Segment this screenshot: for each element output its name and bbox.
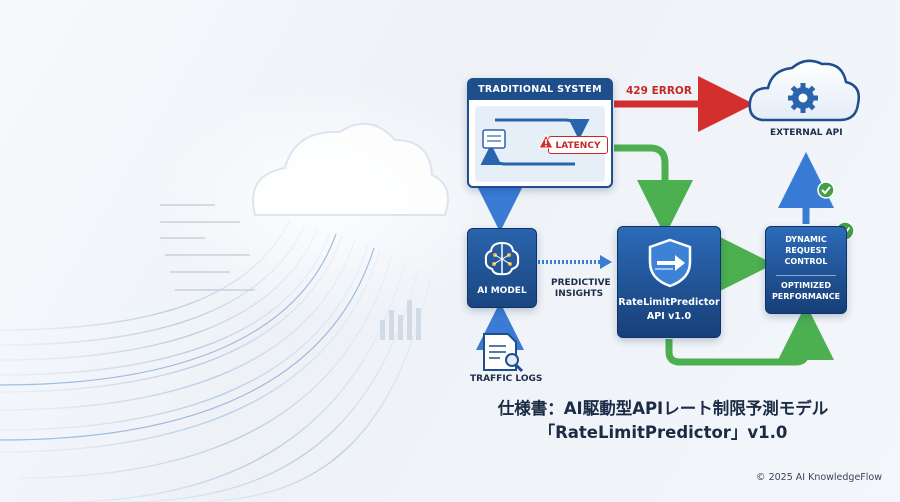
magnifier-icon bbox=[505, 353, 524, 373]
predictive-insights-arrow bbox=[538, 255, 612, 269]
dynamic-line1: DYNAMIC bbox=[785, 235, 827, 244]
optimized-line1: OPTIMIZED bbox=[781, 281, 831, 290]
predictor-name: RateLimitPredictor bbox=[618, 297, 720, 308]
dynamic-line2: REQUEST bbox=[785, 246, 827, 255]
error-label: 429 ERROR bbox=[626, 85, 692, 97]
dynamic-line3: CONTROL bbox=[784, 257, 828, 266]
shield-icon bbox=[648, 238, 692, 288]
external-api-label: EXTERNAL API bbox=[770, 128, 843, 138]
green-flow-arrow-top bbox=[614, 144, 693, 236]
traffic-logs-label: TRAFFIC LOGS bbox=[470, 374, 543, 384]
copyright-text: © 2025 AI KnowledgeFlow bbox=[756, 472, 882, 483]
green-flow-arrow-bottom bbox=[665, 304, 834, 366]
title-line2: 「RateLimitPredictor」v1.0 bbox=[538, 423, 788, 442]
ai-model-label: AI MODEL bbox=[477, 286, 527, 296]
dynamic-request-control-box: DYNAMIC REQUEST CONTROL OPTIMIZED PERFOR… bbox=[765, 226, 847, 314]
predictive-insights-line2: INSIGHTS bbox=[554, 289, 604, 299]
document-title: 仕様書：AI駆動型APIレート制限予測モデル 「RateLimitPredict… bbox=[478, 398, 848, 444]
latency-badge: LATENCY bbox=[548, 136, 608, 154]
predictor-version: API v1.0 bbox=[646, 311, 692, 322]
traditional-system-title: TRADITIONAL SYSTEM (RETRY) bbox=[469, 80, 611, 115]
optimized-line2: PERFORMANCE bbox=[771, 292, 841, 301]
check-icon bbox=[817, 181, 835, 199]
ai-model-box: AI MODEL bbox=[467, 228, 537, 308]
rate-limit-predictor-box: RateLimitPredictor API v1.0 bbox=[617, 226, 721, 338]
background-cloud-icon bbox=[252, 122, 449, 216]
traditional-system-box: TRADITIONAL SYSTEM (RETRY) bbox=[467, 78, 613, 188]
title-line1: 仕様書：AI駆動型APIレート制限予測モデル bbox=[497, 399, 829, 418]
brain-icon bbox=[484, 241, 520, 276]
latency-label: LATENCY bbox=[555, 141, 601, 151]
predictive-insights-label: PREDICTIVE INSIGHTS bbox=[551, 278, 611, 300]
gear-icon bbox=[788, 83, 818, 113]
divider bbox=[776, 275, 836, 276]
warning-icon bbox=[538, 134, 554, 149]
predictive-insights-line1: PREDICTIVE bbox=[551, 278, 611, 288]
retry-loop-icon bbox=[480, 118, 590, 166]
